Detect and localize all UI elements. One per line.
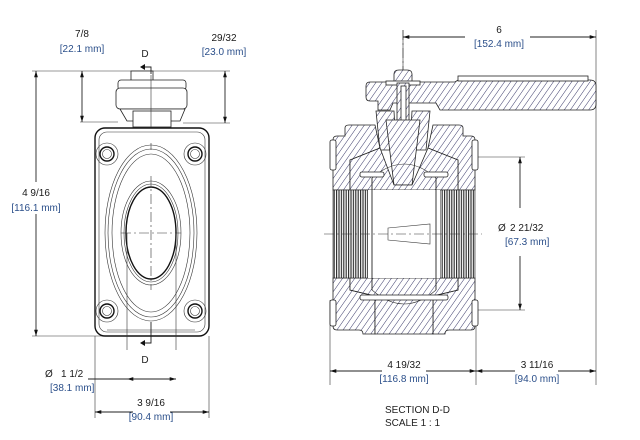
body-center-bottom [349,277,459,335]
valve-body-front [94,127,210,418]
dim-handle-height-left-value: 7/8 [75,29,89,40]
dim-handle-height-right-metric: [23.0 mm] [202,47,247,58]
dim-overall-height-metric: [116.1 mm] [11,203,60,214]
section-scale: SCALE 1 : 1 [385,418,440,429]
bolt-bottom-right [183,299,207,323]
bolt-head-left-bottom [329,299,337,327]
stem-neck [132,110,172,128]
front-view: D D 7/8 [22.1 mm] 29/32 [23.0 mm] 4 9/16… [11,29,246,423]
dim-handle-length-value: 6 [496,25,502,36]
dim-overall-height-value: 4 9/16 [22,188,50,199]
bolt-bottom-left [95,299,119,323]
dim-body-length-metric: [116.8 mm] [379,374,428,385]
handle-top [115,64,188,128]
dim-port-diameter-metric: [67.3 mm] [505,237,550,248]
dim-overhang-value: 3 11/16 [521,360,554,371]
seat-bottom [359,294,449,301]
bolt-top-right [183,142,207,166]
dim-bore-diameter-value: 1 1/2 [61,369,84,380]
end-cap-left-top [332,124,381,191]
section-title: SECTION D-D [385,405,450,416]
dim-port-diameter-symbol: Ø [498,223,506,234]
section-view: 6 [152.4 mm] Ø 2 21/32 [67.3 mm] 4 19/32… [324,25,597,429]
section-arrow-bottom [142,322,152,344]
handle-hub [115,87,188,110]
dim-handle-height-left-metric: [22.1 mm] [60,44,105,55]
bolt-head-left-top [329,139,337,171]
dim-port-diameter-value: 2 21/32 [510,223,544,234]
dim-body-width-value: 3 9/16 [137,398,165,409]
bolt-head-right-top [471,139,479,171]
stem-lower [385,119,421,186]
end-cap-left-bottom [332,277,376,335]
dim-bore-diameter-metric: [38.1 mm] [50,383,95,394]
dim-bore-diameter-symbol: Ø [45,369,53,380]
handle-lever [365,79,597,111]
stem-nut-section [393,69,413,84]
dim-body-length-value: 4 19/32 [387,360,421,371]
section-marker-bottom: D [141,355,148,366]
dim-handle-height-right-value: 29/32 [211,33,236,44]
seat-right-top [423,171,449,178]
bolt-head-right-bottom [471,299,479,327]
end-cap-right-top [427,124,476,191]
dim-body-width-metric: [90.4 mm] [129,412,174,423]
seat-left-top [359,171,385,178]
dim-overhang-metric: [94.0 mm] [515,374,560,385]
stem-slot [387,223,431,245]
handle-grip [457,75,589,82]
bolt-top-left [95,142,119,166]
section-marker-top: D [141,49,148,60]
body-outline [94,127,210,337]
end-cap-right-bottom [432,277,476,335]
dim-handle-length-metric: [152.4 mm] [474,39,524,50]
